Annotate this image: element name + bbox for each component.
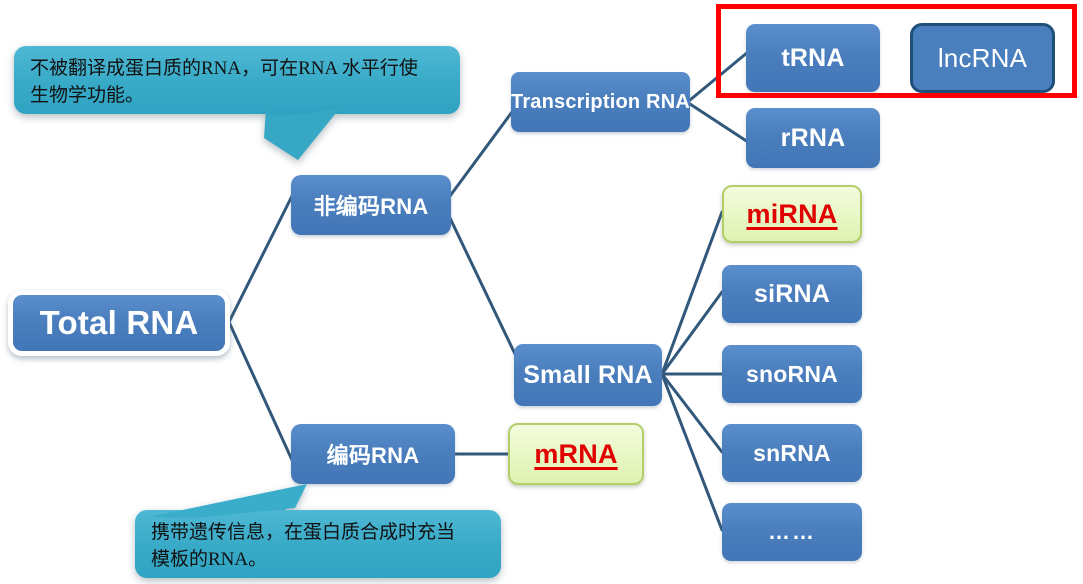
callout-coding-note: 携带遗传信息，在蛋白质合成时充当 模板的RNA。 [135, 484, 505, 580]
node-snorna-label: snoRNA [746, 360, 838, 387]
callout-noncoding-line2: 生物学功能。 [30, 84, 145, 106]
node-transcription-rna-label: Transcription RNA [511, 90, 690, 113]
node-small-rna[interactable]: Small RNA [514, 344, 662, 406]
node-transcription-rna[interactable]: Transcription RNA [511, 72, 690, 132]
edge-root-to-noncoding [227, 194, 294, 324]
node-noncoding-rna[interactable]: 非编码RNA [291, 175, 451, 235]
callout-noncoding-body: 不被翻译成蛋白质的RNA，可在RNA 水平行使 生物学功能。 [14, 46, 460, 114]
node-rrna[interactable]: rRNA [746, 108, 880, 168]
node-rrna-label: rRNA [780, 123, 846, 152]
node-etc-label: …… [768, 519, 816, 544]
node-trna[interactable]: tRNA [746, 24, 880, 92]
node-noncoding-rna-label: 非编码RNA [313, 194, 429, 219]
node-mirna[interactable]: miRNA [722, 185, 862, 243]
callout-coding-tail [149, 484, 307, 518]
edge-smallrna-to-etc [660, 372, 724, 532]
node-mirna-label: miRNA [746, 198, 838, 229]
node-lncrna[interactable]: lncRNA [910, 23, 1055, 93]
node-trna-label: tRNA [781, 43, 845, 72]
node-mrna[interactable]: mRNA [508, 423, 644, 485]
callout-coding-line1: 携带遗传信息，在蛋白质合成时充当 [151, 522, 456, 543]
node-snrna-label: snRNA [753, 439, 831, 466]
node-coding-rna[interactable]: 编码RNA [291, 424, 455, 484]
node-total-rna[interactable]: Total RNA [8, 290, 230, 356]
edge-noncoding-to-smallrna [448, 216, 517, 356]
node-mrna-label: mRNA [534, 438, 618, 469]
node-coding-rna-label: 编码RNA [326, 443, 420, 468]
callout-coding-body: 携带遗传信息，在蛋白质合成时充当 模板的RNA。 [135, 510, 501, 578]
node-lncrna-label: lncRNA [937, 42, 1028, 73]
edge-transcription-to-trna [688, 50, 750, 102]
callout-noncoding-tail [264, 108, 340, 160]
node-sirna-label: siRNA [753, 279, 830, 308]
node-etc[interactable]: …… [722, 503, 862, 561]
edge-root-to-coding [227, 320, 294, 462]
node-sirna[interactable]: siRNA [722, 265, 862, 323]
node-snrna[interactable]: snRNA [722, 424, 862, 482]
edge-smallrna-to-sirna [660, 290, 724, 376]
edge-smallrna-to-mirna [660, 210, 724, 376]
callout-coding-line2: 模板的RNA。 [151, 548, 268, 570]
node-total-rna-label: Total RNA [39, 304, 199, 341]
edge-smallrna-to-snrna [660, 372, 724, 454]
callout-noncoding-note: 不被翻译成蛋白质的RNA，可在RNA 水平行使 生物学功能。 [10, 46, 470, 160]
edge-transcription-to-rrna [688, 102, 750, 144]
node-small-rna-label: Small RNA [523, 360, 653, 389]
callout-noncoding-line1: 不被翻译成蛋白质的RNA，可在RNA 水平行使 [30, 58, 418, 79]
node-snorna[interactable]: snoRNA [722, 345, 862, 403]
